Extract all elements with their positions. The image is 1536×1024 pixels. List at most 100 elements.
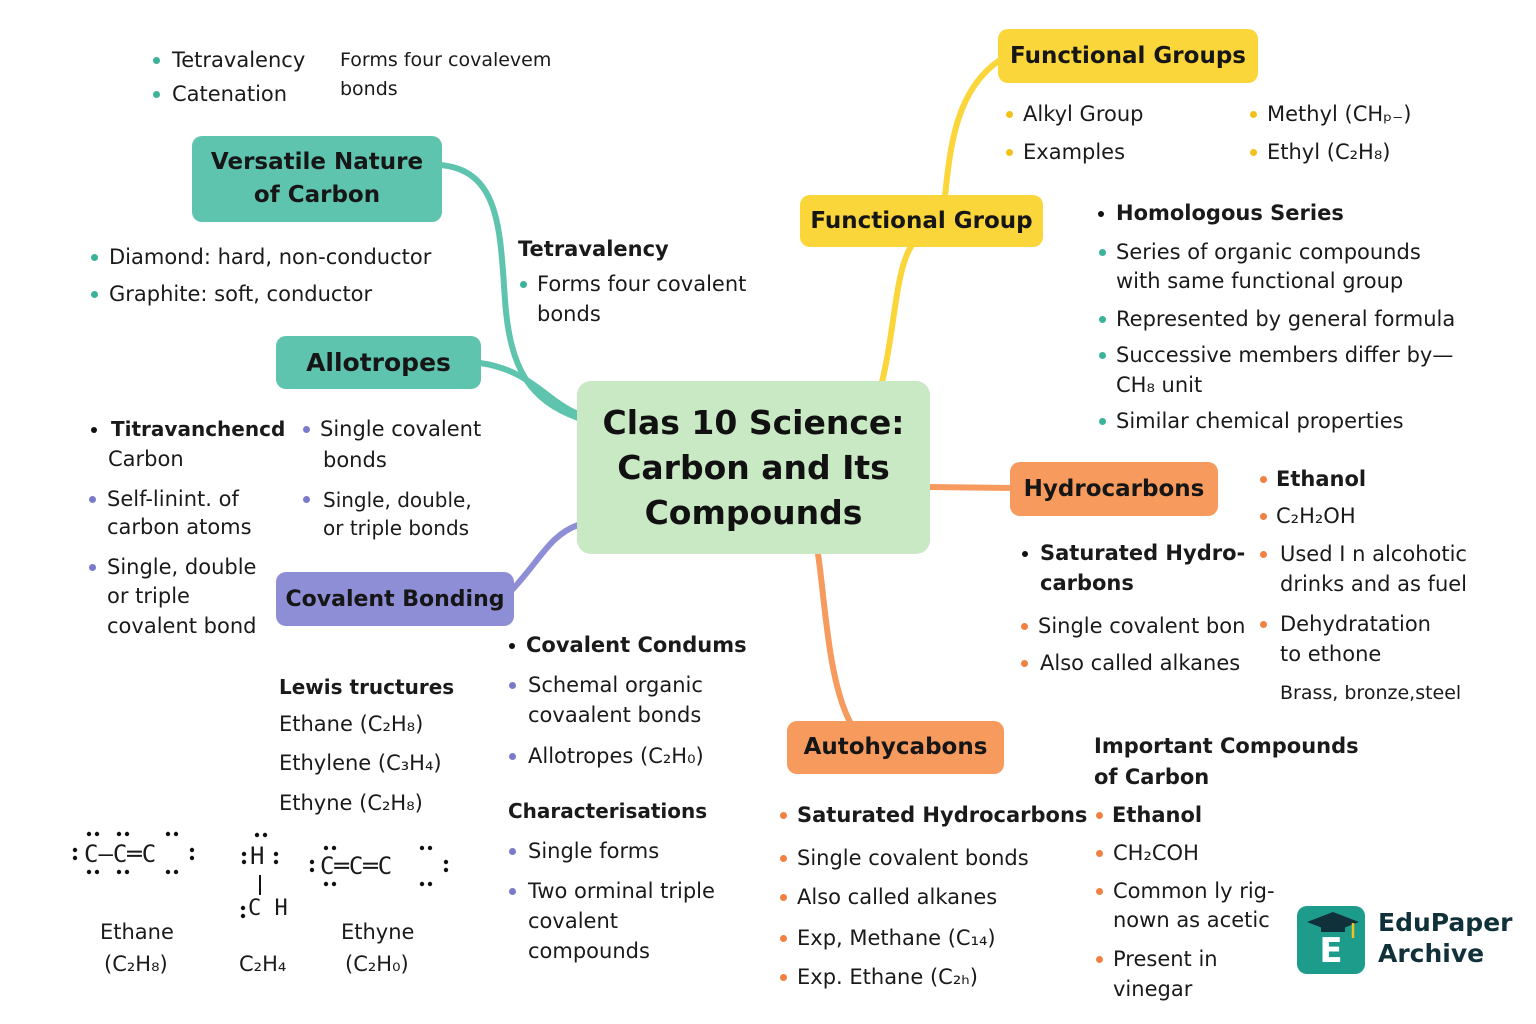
list-item: Also called alkanes <box>1040 651 1241 675</box>
list-item: Single, double <box>107 555 257 579</box>
bullet <box>1099 352 1106 359</box>
list-item: bonds <box>537 302 601 326</box>
list-item: vinegar <box>1113 977 1193 1001</box>
list-item: Methyl (CHₚ₋) <box>1267 102 1412 126</box>
lone-pair-dots <box>72 831 195 875</box>
structure-text: C═C═C <box>320 852 393 880</box>
structure-label: (C₂H₈) <box>104 952 168 976</box>
bullet <box>1096 812 1103 819</box>
bullet <box>303 426 310 433</box>
list-item: Used I n alcohotic <box>1280 542 1467 566</box>
node-allotropes[interactable]: Allotropes <box>276 336 481 389</box>
bullet <box>1260 513 1267 520</box>
node-covalent-bonding[interactable]: Covalent Bonding <box>276 572 514 626</box>
bullet <box>509 682 516 689</box>
bullet <box>153 91 160 98</box>
structure-label: (C₂H₀) <box>345 952 409 976</box>
bullet <box>1098 211 1104 217</box>
connector-covalent <box>509 522 581 593</box>
bullet <box>89 496 96 503</box>
brand-logo-tile: E <box>1297 906 1365 974</box>
list-item: Single, double, <box>323 488 472 512</box>
list-item: Single forms <box>528 839 660 863</box>
connector-hydrocarbons <box>927 484 1015 491</box>
list-item: Also called alkanes <box>797 885 998 909</box>
versatile-line-2: of Carbon <box>253 182 381 208</box>
bullet <box>509 888 516 895</box>
bullet <box>91 427 97 433</box>
list-item: C₂H₂OH <box>1276 504 1356 528</box>
bullet <box>509 643 515 649</box>
versatile-line-1: Versatile Nature <box>210 149 424 175</box>
bullet <box>780 812 787 819</box>
bullet <box>153 57 160 64</box>
list-item: Single covalent bonds <box>797 846 1029 870</box>
node-hydrocarbons[interactable]: Hydrocarbons <box>1010 462 1218 516</box>
bullet <box>89 564 96 571</box>
lone-pair-dots <box>309 845 449 887</box>
list-item: Single covalent <box>320 417 482 441</box>
list-item: Allotropes (C₂H₀) <box>528 744 704 768</box>
list-item: Ethylene (C₃H₄) <box>279 751 442 775</box>
list-item: carbon atoms <box>107 515 252 539</box>
list-item: Alkyl Group <box>1023 102 1144 126</box>
bullet <box>303 496 310 503</box>
section-title: Titravanchencd <box>111 417 286 441</box>
bullet <box>91 254 98 261</box>
list-item: or triple bonds <box>323 516 470 540</box>
node-versatile-nature[interactable]: Versatile Nature of Carbon <box>192 136 442 222</box>
list-item: covaalent bonds <box>528 703 702 727</box>
bullet <box>780 935 787 942</box>
list-item: CH₂COH <box>1113 841 1199 865</box>
list-item: Represented by general formula <box>1116 307 1456 331</box>
bullet <box>1099 418 1106 425</box>
list-item: Series of organic compounds <box>1116 240 1421 264</box>
list-item: Diamond: hard, non-conductor <box>109 245 432 269</box>
connector-allotropes <box>477 360 581 417</box>
ethylene-structure-bottom: C H <box>248 896 288 921</box>
node-functional-group[interactable]: Functional Group <box>800 195 1043 247</box>
bullet <box>520 281 527 288</box>
section-title: Carbon <box>108 447 184 471</box>
list-item: Two orminal triple <box>528 879 715 903</box>
note-text: Forms four covalevem <box>340 49 552 71</box>
bullet <box>1250 111 1257 118</box>
bullet <box>1099 249 1106 256</box>
section-title: Ethanol <box>1276 467 1367 491</box>
section-title: Saturated Hydrocarbons <box>797 803 1088 827</box>
central-line-3: Compounds <box>644 493 863 532</box>
central-topic: Clas 10 Science: Carbon and Its Compound… <box>577 381 930 554</box>
list-item: compounds <box>528 939 650 963</box>
tetravalency-title: Tetravalency <box>518 237 669 261</box>
connector-autohycabons <box>815 551 853 725</box>
list-item: Tetravalency <box>172 48 306 72</box>
section-subtitle: Ethanol <box>1112 803 1203 827</box>
bullet <box>1006 111 1013 118</box>
bullet <box>1260 476 1267 483</box>
section-title: Characterisations <box>508 799 708 823</box>
node-autohycabons[interactable]: Autohycabons <box>787 721 1004 774</box>
logo-letter: E <box>1319 931 1343 971</box>
bullet <box>509 753 516 760</box>
connector-versatile <box>437 162 581 421</box>
brand-name: EduPaper <box>1378 908 1513 937</box>
bullet <box>780 855 787 862</box>
bullet <box>1260 621 1267 628</box>
list-item: Forms four covalent <box>537 272 747 296</box>
section-title: Important Compounds <box>1094 734 1359 758</box>
list-item: Self-linint. of <box>107 487 239 511</box>
brand-name: Archive <box>1378 939 1485 968</box>
list-item: Successive members differ by— <box>1116 343 1454 367</box>
list-item: Common ly rig- <box>1113 879 1275 903</box>
bullet <box>91 291 98 298</box>
connector-functional-group <box>879 242 915 385</box>
central-line-2: Carbon and Its <box>617 448 890 487</box>
bullet <box>1096 850 1103 857</box>
list-item: Ethyne (C₂H₈) <box>279 791 423 815</box>
list-item: covalent bond <box>107 614 257 638</box>
list-item: to ethone <box>1280 642 1382 666</box>
ethyne-structure: C═C═C <box>320 852 392 880</box>
node-functional-groups[interactable]: Functional Groups <box>998 29 1258 83</box>
note-text: Brass, bronze,steel <box>1280 682 1462 704</box>
list-item: Present in <box>1113 947 1218 971</box>
